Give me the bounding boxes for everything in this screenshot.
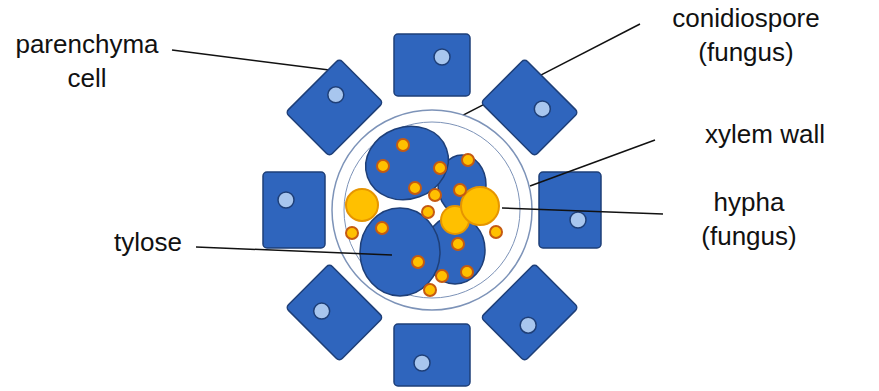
spore-shape (424, 284, 436, 296)
spore-shape (377, 160, 389, 172)
hypha-shape (346, 189, 378, 221)
spore-shape (397, 139, 409, 151)
spore-shape (462, 154, 474, 166)
leader-line (530, 140, 655, 186)
spore-shape (409, 182, 421, 194)
part-label: parenchyma cell (4, 28, 170, 96)
spore-shape (346, 227, 358, 239)
spore-shape (434, 162, 446, 174)
part-label: xylem wall (660, 118, 870, 152)
parenchyma-cell (394, 324, 470, 386)
spore-shape (490, 226, 502, 238)
hyphae (346, 187, 499, 234)
xylem-wall (332, 110, 532, 310)
parenchyma-cell (394, 34, 470, 96)
hypha-shape (461, 187, 499, 225)
leader-line (502, 208, 663, 214)
spore-shape (422, 206, 434, 218)
leader-lines (196, 140, 663, 255)
spore-shape (461, 266, 473, 278)
parenchyma-cell (263, 172, 325, 248)
spore-shape (376, 222, 388, 234)
spore-shape (454, 184, 466, 196)
part-label: conidiospore (fungus) (636, 2, 856, 70)
part-label: hypha (fungus) (664, 186, 834, 254)
part-label: tylose (100, 226, 196, 260)
leader-line (172, 50, 345, 72)
spore-shape (412, 256, 424, 268)
spore-shape (429, 189, 441, 201)
spore-shape (452, 238, 464, 250)
conidiospores (346, 139, 502, 296)
spore-shape (436, 270, 448, 282)
tylose-shape (360, 208, 440, 296)
leader-line (196, 247, 392, 255)
